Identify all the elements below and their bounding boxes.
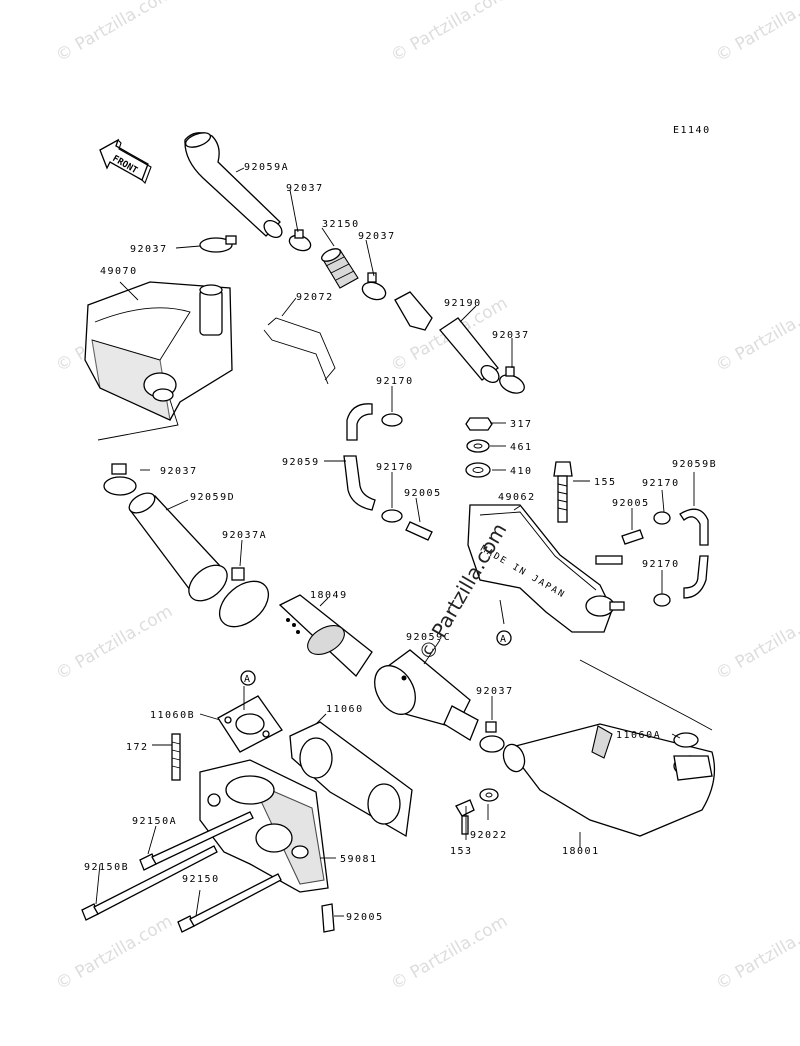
part-label: 92037A: [222, 530, 267, 541]
part-label: 410: [510, 466, 533, 477]
part-label: 49070: [100, 266, 138, 277]
nut-317: [465, 417, 493, 431]
hose-92170: [653, 555, 709, 607]
bolt-92150: [177, 873, 282, 933]
part-label: 155: [594, 477, 617, 488]
clamp-92037: [499, 366, 525, 394]
hose-92059A: [184, 132, 283, 239]
stud-172: [171, 733, 181, 781]
coupling-32150: [321, 248, 359, 289]
front-arrow-icon: FRONT: [99, 138, 152, 184]
part-labels: 92059A 92037 32150 92037 92037 49070 920…: [84, 162, 717, 923]
bolt-153: [455, 799, 475, 835]
clamp-92037: [199, 235, 237, 253]
part-label: 92005: [404, 488, 442, 499]
watermark: © Partzilla.com: [388, 911, 512, 994]
part-label: 92037: [286, 183, 324, 194]
part-label: 92037: [492, 330, 530, 341]
callout-a-label: A: [500, 634, 508, 645]
part-label: 92170: [642, 559, 680, 570]
hose-92170: [346, 403, 403, 441]
part-label: 92037: [160, 466, 198, 477]
part-label: 92037: [358, 231, 396, 242]
clamp-92037: [288, 229, 312, 252]
part-label: 11060: [326, 704, 364, 715]
part-label: 92059A: [244, 162, 289, 173]
screw-92005: [621, 529, 644, 545]
part-label: 92037: [130, 244, 168, 255]
exhaust-pipe-18001: [502, 723, 716, 837]
part-label: 92059: [282, 457, 320, 468]
screw-92005: [405, 521, 433, 541]
part-label: 49062: [498, 492, 536, 503]
part-label: 92059D: [190, 492, 235, 503]
bolt-155: [553, 461, 573, 523]
part-label: 461: [510, 442, 533, 453]
part-label: 92170: [642, 478, 680, 489]
watermark: © Partzilla.com: [713, 911, 800, 994]
clamp-92037: [103, 463, 137, 496]
part-label: 92150B: [84, 862, 129, 873]
bolt-92150A: [139, 811, 254, 871]
part-label: 92170: [376, 462, 414, 473]
muffler-49070: [84, 281, 233, 441]
callout-a: A: [496, 630, 512, 646]
part-label: 92072: [296, 292, 334, 303]
part-label: 172: [126, 742, 149, 753]
watermark: © Partzilla.com: [713, 293, 800, 376]
callout-a-label: A: [244, 674, 252, 685]
part-label: 92170: [376, 376, 414, 387]
watermark: © Partzilla.com: [53, 0, 177, 66]
callout-a: A: [240, 670, 256, 686]
part-label: 92059B: [672, 459, 717, 470]
bolt-92150B: [81, 845, 218, 921]
part-label: 92150A: [132, 816, 177, 827]
washer-461: [466, 439, 490, 453]
watermark: © Partzilla.com: [713, 601, 800, 684]
clamp-92037: [479, 721, 505, 753]
part-label: 32150: [322, 219, 360, 230]
muffler-92059C: [374, 649, 479, 741]
watermark: © Partzilla.com: [53, 911, 177, 994]
part-label: 92059C: [406, 632, 451, 643]
gasket-11060: [289, 721, 413, 838]
bracket-92072: [263, 317, 336, 385]
hose-92059B: [653, 508, 709, 546]
part-label: 11060A: [616, 730, 661, 741]
screw-92005: [321, 903, 335, 933]
hose-92059: [343, 455, 403, 523]
leader-lines: [95, 167, 695, 917]
part-label: 92005: [346, 912, 384, 923]
washer-92022: [479, 788, 499, 802]
pipe-18049: [278, 594, 373, 677]
part-label: 153: [450, 846, 473, 857]
part-label: 18049: [310, 590, 348, 601]
part-label: 92005: [612, 498, 650, 509]
part-label: 18001: [562, 846, 600, 857]
clamp-92037A: [218, 567, 270, 628]
gasket-11060A: [673, 732, 699, 748]
clamp-92037: [361, 272, 387, 301]
part-label: 59081: [340, 854, 378, 865]
part-label: 11060B: [150, 710, 195, 721]
part-label: 92150: [182, 874, 220, 885]
exhaust-elbow-59081: [199, 759, 329, 893]
part-label: 92190: [444, 298, 482, 309]
diagram-code: E1140: [673, 125, 711, 136]
gasket-11060B: [217, 695, 283, 753]
part-label: 92037: [476, 686, 514, 697]
part-label: 317: [510, 419, 533, 430]
watermark: © Partzilla.com: [713, 0, 800, 66]
washer-410: [465, 462, 491, 478]
part-label: 92022: [470, 830, 508, 841]
watermark: © Partzilla.com: [388, 0, 512, 66]
hose-92190: [394, 291, 500, 384]
hose-92059D: [128, 492, 228, 602]
watermark: © Partzilla.com: [53, 601, 177, 684]
